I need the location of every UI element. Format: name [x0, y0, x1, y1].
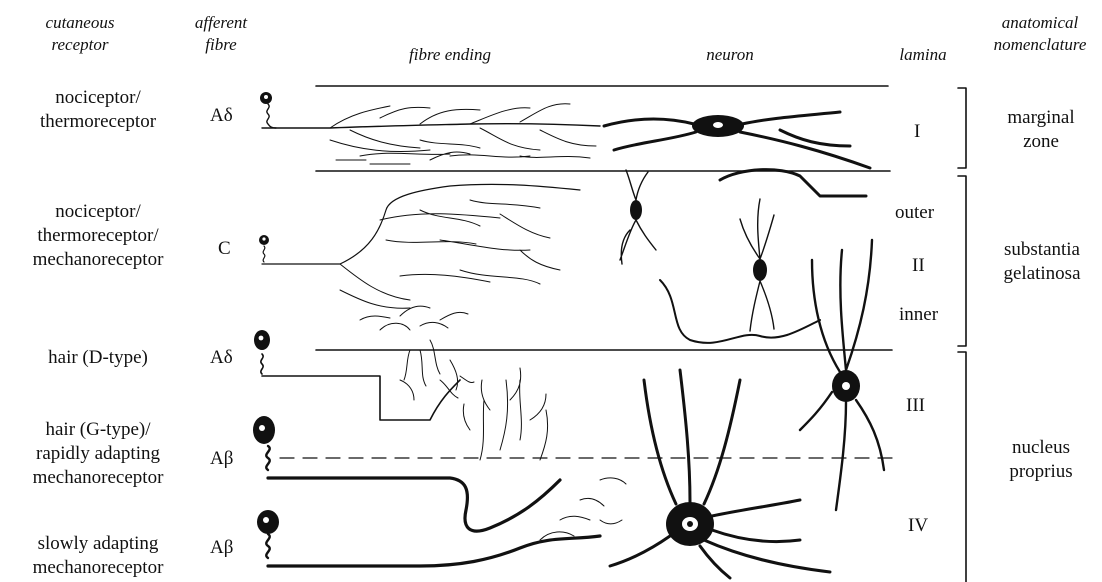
bracket-marginal-zone: [958, 88, 966, 168]
receptor-terminal-row-4: [253, 416, 275, 444]
bracket-nucleus-proprius: [958, 352, 966, 582]
neuron-lamina-IV: [610, 370, 830, 578]
fibre-adelta-nociceptor: [262, 104, 600, 164]
receptor-terminal-row-5: [257, 510, 279, 534]
neuron-lamina-I: [604, 112, 870, 168]
neuron-lamina-III: [800, 240, 884, 510]
fibre-adelta-dhair: [261, 322, 474, 420]
fibre-abeta-slowly-adapting: [266, 478, 626, 566]
receptor-terminal-row-1: [260, 92, 272, 104]
receptor-terminal-row-3: [254, 330, 270, 350]
receptor-terminal-row-2: [259, 235, 269, 245]
fibre-c-polymodal: [262, 184, 580, 320]
neuron-lamina-II-inner: [660, 199, 820, 343]
neuron-lamina-II-outer: [620, 170, 866, 264]
bracket-substantia-gelatinosa: [958, 176, 966, 346]
